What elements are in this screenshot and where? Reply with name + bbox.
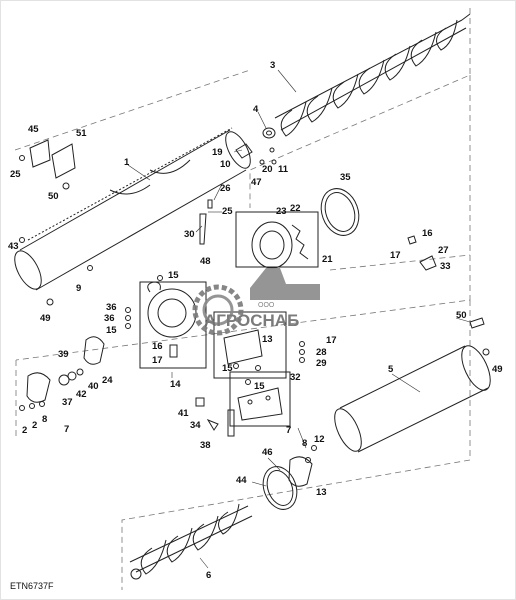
callout-49: 49 bbox=[40, 313, 51, 324]
leader-lines bbox=[127, 69, 471, 569]
watermark-prefix: ООО bbox=[258, 302, 275, 309]
callout-9: 9 bbox=[76, 283, 81, 294]
flange-box-part-14 bbox=[139, 281, 207, 369]
callout-14: 14 bbox=[170, 379, 181, 390]
bearing-parts-37-42 bbox=[58, 368, 84, 386]
callout-22: 22 bbox=[290, 203, 301, 214]
callout-50-b: 50 bbox=[456, 310, 467, 321]
flange-part-7 bbox=[26, 372, 51, 403]
callout-17-c: 17 bbox=[326, 335, 337, 346]
plate-part-32 bbox=[229, 371, 291, 427]
diagram-code: ETN6737F bbox=[10, 581, 54, 591]
callout-27: 27 bbox=[438, 245, 449, 256]
callout-36-b: 36 bbox=[104, 313, 115, 324]
callout-49-b: 49 bbox=[492, 364, 503, 375]
callout-34: 34 bbox=[190, 420, 201, 431]
callout-39: 39 bbox=[58, 349, 69, 360]
hardware-fasteners bbox=[19, 143, 490, 463]
callout-48: 48 bbox=[200, 256, 211, 267]
callout-15-c: 15 bbox=[222, 363, 233, 374]
callout-32: 32 bbox=[290, 372, 301, 383]
callout-labels: 3 4 45 51 1 19 10 20 11 47 25 50 26 25 3… bbox=[8, 60, 503, 581]
callout-47: 47 bbox=[251, 177, 262, 188]
callout-28: 28 bbox=[316, 347, 327, 358]
assembly-center-lines bbox=[14, 8, 471, 590]
flange-part-13-lower bbox=[288, 456, 313, 487]
callout-40: 40 bbox=[88, 381, 99, 392]
callout-42: 42 bbox=[76, 389, 87, 400]
callout-17: 17 bbox=[390, 250, 401, 261]
callout-4: 4 bbox=[253, 104, 259, 115]
watermark-brand: АГРОСНАБ bbox=[204, 311, 299, 330]
bearing-housing bbox=[235, 211, 319, 269]
callout-43: 43 bbox=[8, 241, 19, 252]
callout-2: 2 bbox=[22, 425, 27, 436]
callout-11: 11 bbox=[278, 164, 289, 175]
cover-plate-part-45 bbox=[29, 139, 51, 168]
callout-41: 41 bbox=[178, 408, 189, 419]
callout-15: 15 bbox=[168, 270, 179, 281]
ring-part-35 bbox=[320, 188, 360, 236]
callout-16: 16 bbox=[422, 228, 433, 239]
callout-25: 25 bbox=[10, 169, 21, 180]
callout-38: 38 bbox=[200, 440, 211, 451]
callout-5: 5 bbox=[388, 364, 394, 375]
callout-7-b: 7 bbox=[286, 425, 291, 436]
callout-1: 1 bbox=[124, 157, 130, 168]
callout-16-b: 16 bbox=[152, 341, 163, 352]
upper-tube-part-1 bbox=[14, 127, 251, 291]
callout-21: 21 bbox=[322, 254, 333, 265]
callout-7: 7 bbox=[64, 424, 69, 435]
upper-auger bbox=[274, 13, 471, 137]
callout-37: 37 bbox=[62, 397, 73, 408]
lower-auger-part-6 bbox=[129, 503, 253, 580]
callout-15-d: 15 bbox=[254, 381, 265, 392]
bracket-box-part-13 bbox=[213, 311, 287, 379]
callout-30: 30 bbox=[184, 229, 195, 240]
agrosnab-watermark: ООО АГРОСНАБ bbox=[192, 268, 320, 336]
callout-2-b: 2 bbox=[32, 420, 37, 431]
callout-33: 33 bbox=[440, 261, 451, 272]
callout-15-b: 15 bbox=[106, 325, 117, 336]
callout-13-b: 13 bbox=[316, 487, 327, 498]
callout-17-b: 17 bbox=[152, 355, 163, 366]
callout-8: 8 bbox=[42, 414, 47, 425]
callout-44: 44 bbox=[236, 475, 247, 486]
callout-35: 35 bbox=[340, 172, 351, 183]
callout-45: 45 bbox=[28, 124, 39, 135]
callout-19: 19 bbox=[212, 147, 223, 158]
bushing-part-4 bbox=[262, 127, 276, 139]
callout-36: 36 bbox=[106, 302, 117, 313]
callout-8-b: 8 bbox=[302, 438, 307, 449]
cover-plate-part-51 bbox=[51, 143, 76, 179]
callout-10: 10 bbox=[220, 159, 231, 170]
flange-part-24 bbox=[83, 336, 105, 365]
callout-13: 13 bbox=[262, 334, 273, 345]
band-part-44-46 bbox=[262, 466, 298, 510]
callout-20: 20 bbox=[262, 164, 273, 175]
callout-46: 46 bbox=[262, 447, 273, 458]
callout-51: 51 bbox=[76, 128, 87, 139]
callout-12: 12 bbox=[314, 434, 325, 445]
callout-29: 29 bbox=[316, 358, 327, 369]
lower-tube-part-5 bbox=[334, 345, 491, 453]
callout-23: 23 bbox=[276, 206, 287, 217]
callout-25-b: 25 bbox=[222, 206, 233, 217]
callout-24: 24 bbox=[102, 375, 113, 386]
callout-26: 26 bbox=[220, 183, 231, 194]
callout-50: 50 bbox=[48, 191, 59, 202]
callout-3: 3 bbox=[270, 60, 275, 71]
callout-6: 6 bbox=[206, 570, 211, 581]
